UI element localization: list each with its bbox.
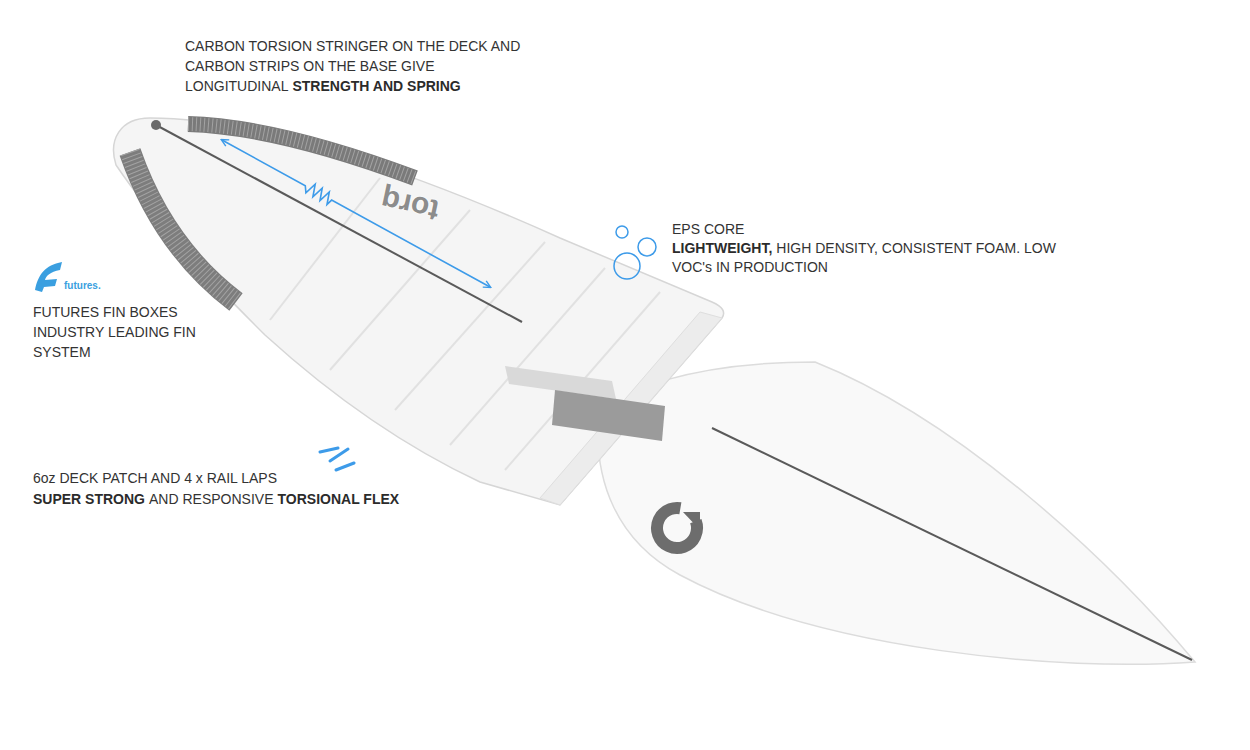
futures-logo-mark [35,262,62,292]
strength-callout: CARBON TORSION STRINGER ON THE DECK AND … [185,36,525,96]
carbon-strip-hatch [188,124,415,178]
futures-logo-text: futures. [64,280,144,292]
text-row: SUPER STRONGAND RESPONSIVE TORSIONAL FLEX [33,489,453,510]
text-row: FUTURES FIN BOXES INDUSTRY LEADING FIN S… [33,302,218,362]
callout-text: TORSIONAL FLEX [278,491,400,507]
text-row: torq [367,180,452,230]
nose-stringer [712,428,1192,660]
nose-section [598,362,1195,664]
eps-bubbles [614,226,656,279]
text-row: CARBON TORSION STRINGER ON THE DECK AND … [185,36,525,96]
text-row: 6oz DECK PATCH AND 4 x RAIL LAPS [33,468,453,489]
callout-text: FUTURES FIN BOXES INDUSTRY LEADING FIN S… [33,304,196,360]
callout-text: futures. [64,280,101,291]
callout-text: STRENGTH AND SPRING [292,78,460,94]
text-row: LIGHTWEIGHT,HIGH DENSITY, CONSISTENT FOA… [672,239,1062,277]
nose-logo-arrow [683,512,700,530]
callout-text: torq [378,183,442,227]
nose-logo [651,502,702,553]
carbon-strip-rail-hatch [130,152,236,302]
board-logo: torq [367,180,452,230]
spring-arrow [222,140,490,287]
text-row: EPS CORE [672,220,1062,239]
burst-symbol [320,448,354,470]
callout-text: 6oz DECK PATCH AND 4 x RAIL LAPS [33,470,277,486]
stringer-dot [151,120,161,130]
finbox-callout: FUTURES FIN BOXES INDUSTRY LEADING FIN S… [33,302,218,362]
text-row: futures. [64,280,144,292]
carbon-strip-deck [188,124,415,178]
deck-patch-dark [552,390,665,441]
callout-text: LIGHTWEIGHT, [672,240,772,256]
callout-text: SUPER STRONG [33,491,145,507]
callout-text: AND RESPONSIVE [149,491,273,507]
deck-stringer [156,125,522,322]
core-callout: EPS CORE LIGHTWEIGHT,HIGH DENSITY, CONSIS… [672,220,1062,277]
tail-section [114,118,724,505]
laps-callout: 6oz DECK PATCH AND 4 x RAIL LAPS SUPER ST… [33,468,453,510]
carbon-strip-rail [130,152,236,302]
cut-face [540,312,722,505]
callout-text: EPS CORE [672,221,744,237]
